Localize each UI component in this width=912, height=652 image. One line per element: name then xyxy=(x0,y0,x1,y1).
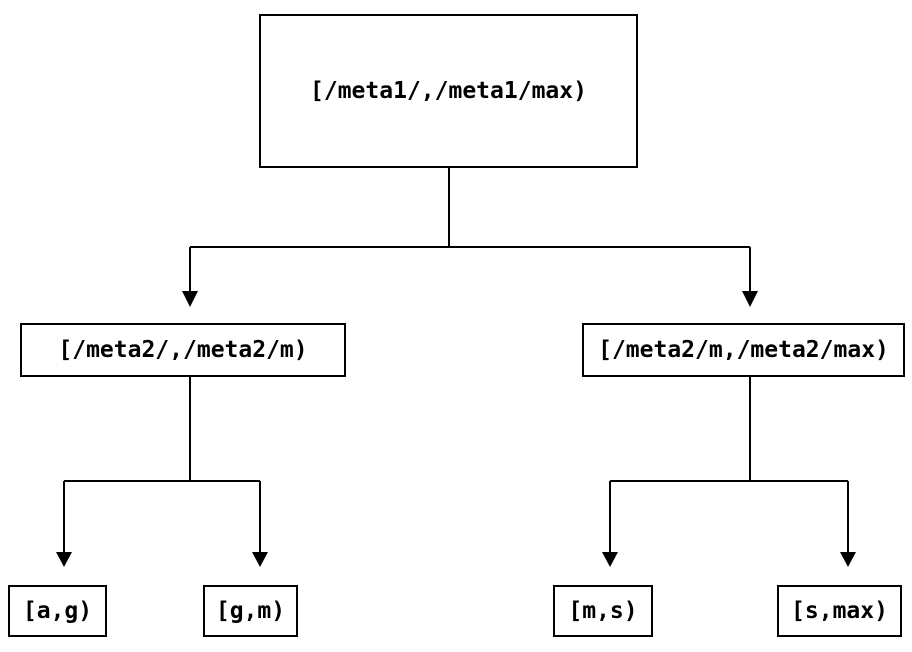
node-leaf-s-max: [s,max) xyxy=(777,585,902,637)
node-leaf-s-max-label: [s,max) xyxy=(791,598,888,624)
node-meta2-left: [/meta2/,/meta2/m) xyxy=(20,323,346,377)
arrowhead-to-leaf-s-max-icon xyxy=(840,552,856,567)
node-meta2-right: [/meta2/m,/meta2/max) xyxy=(582,323,905,377)
node-leaf-a-g: [a,g) xyxy=(8,585,107,637)
node-leaf-m-s: [m,s) xyxy=(553,585,653,637)
arrowhead-to-leaf-g-m-icon xyxy=(252,552,268,567)
arrowhead-to-leaf-m-s-icon xyxy=(602,552,618,567)
node-leaf-g-m-label: [g,m) xyxy=(215,598,286,624)
arrowhead-to-leaf-a-g-icon xyxy=(56,552,72,567)
node-leaf-m-s-label: [m,s) xyxy=(568,598,638,624)
node-leaf-a-g-label: [a,g) xyxy=(22,598,93,624)
arrowhead-to-meta2-left-icon xyxy=(182,291,198,307)
node-meta2-left-label: [/meta2/,/meta2/m) xyxy=(58,337,308,363)
node-leaf-g-m: [g,m) xyxy=(203,585,298,637)
node-meta2-right-label: [/meta2/m,/meta2/max) xyxy=(598,337,889,363)
node-root-label: [/meta1/,/meta1/max) xyxy=(310,78,587,104)
arrowhead-to-meta2-right-icon xyxy=(742,291,758,307)
node-root: [/meta1/,/meta1/max) xyxy=(259,14,638,168)
